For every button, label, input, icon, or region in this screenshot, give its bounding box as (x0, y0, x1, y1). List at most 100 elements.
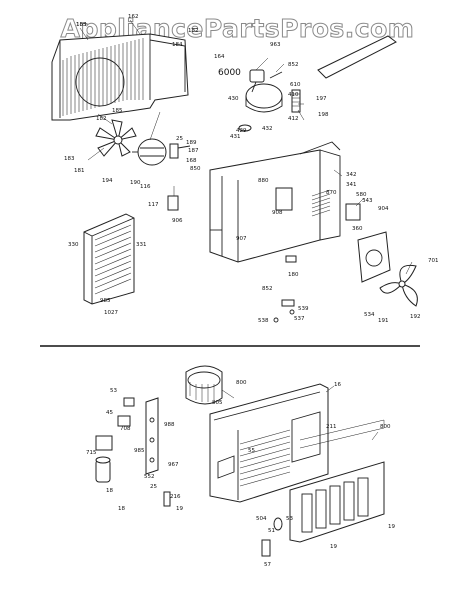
lower-callout-8: 967 (168, 462, 179, 468)
lower-callout-12: 19 (176, 506, 183, 512)
switch-bracket (167, 195, 179, 211)
upper-callout-5: 183 (64, 156, 75, 162)
upper-callout-34: 341 (346, 182, 357, 188)
lower-callout-4: 708 (120, 426, 131, 432)
lower-callout-0: 800 (236, 380, 247, 386)
upper-callout-32: 963 (270, 42, 281, 48)
lower-callout-2: 53 (110, 388, 117, 394)
lower-callout-16: 55 (248, 448, 255, 454)
upper-callout-7: 194 (102, 178, 113, 184)
lower-callout-22: 19 (388, 524, 395, 530)
upper-callout-40: 343 (362, 198, 373, 204)
front-panel (209, 383, 329, 503)
upper-callout-39: 360 (352, 226, 363, 232)
upper-callout-26: 429 (236, 128, 247, 134)
upper-callout-33: 342 (346, 172, 357, 178)
upper-callout-3: 185 (112, 108, 123, 114)
upper-callout-35: 880 (258, 178, 269, 184)
upper-callout-12: 168 (186, 158, 197, 164)
lower-callout-24: 216 (170, 494, 181, 500)
upper-callout-23: 610 (290, 82, 301, 88)
upper-callout-14: 116 (140, 184, 151, 190)
upper-callout-30: 198 (318, 112, 329, 118)
lower-callout-15: 800 (380, 424, 391, 430)
upper-callout-18: 331 (136, 242, 147, 248)
lower-callout-23: 552 (144, 474, 155, 480)
evaporator-coil (83, 213, 135, 305)
upper-callout-4: 182 (96, 116, 107, 122)
compressor-assembly (238, 69, 301, 132)
upper-callout-2: 184 (172, 42, 183, 48)
lower-callout-5: 715 (86, 450, 97, 456)
fan-scroll-ring (185, 365, 223, 405)
upper-callout-29: 197 (316, 96, 327, 102)
upper-callout-24: 410 (288, 92, 299, 98)
upper-callout-13: 850 (190, 166, 201, 172)
upper-callout-53: 185 (76, 22, 87, 28)
lower-callout-21: 19 (330, 544, 337, 550)
lower-callout-17: 504 (256, 516, 267, 522)
upper-callout-46: 539 (298, 306, 309, 312)
upper-callout-41: 904 (378, 206, 389, 212)
lower-callout-14: 211 (326, 424, 337, 430)
lower-callout-10: 18 (118, 506, 125, 512)
lower-callout-18: 51 (268, 528, 275, 534)
condenser-shroud (357, 231, 391, 283)
upper-callout-49: 534 (364, 312, 375, 318)
upper-callout-45: 852 (262, 286, 273, 292)
upper-callout-10: 189 (186, 140, 197, 146)
upper-callout-0: 183 (76, 22, 87, 28)
upper-callout-1: 162 (128, 14, 139, 20)
upper-callout-8: 190 (130, 180, 141, 186)
upper-callout-48: 538 (258, 318, 269, 324)
upper-callout-16: 117 (148, 202, 159, 208)
upper-callout-6: 181 (74, 168, 85, 174)
upper-callout-36: 870 (326, 190, 337, 196)
upper-callout-52: 164 (214, 54, 225, 60)
lower-callout-6: 985 (134, 448, 145, 454)
control-bracket (145, 397, 159, 475)
upper-callout-28: 432 (262, 126, 273, 132)
capacitor (95, 456, 111, 483)
callout-leaders (79, 19, 413, 441)
condenser-fan-blade (379, 264, 418, 307)
upper-callout-21: 182 (188, 28, 199, 34)
upper-callout-15: 906 (172, 218, 183, 224)
lower-callout-7: 988 (164, 422, 175, 428)
upper-callout-51: 192 (410, 314, 421, 320)
upper-callout-37: 580 (356, 192, 367, 198)
knob-parts (163, 491, 283, 557)
front-grille-panel (289, 419, 385, 543)
lower-callout-3: 45 (106, 410, 113, 416)
upper-callout-44: 180 (288, 272, 299, 278)
lower-callout-20: 57 (264, 562, 271, 568)
lower-callout-9: 18 (106, 488, 113, 494)
upper-callout-27: 431 (230, 134, 241, 140)
mounting-hardware (273, 255, 297, 323)
fan-motor (132, 138, 191, 166)
control-switches (95, 397, 135, 451)
lower-callout-11: 25 (150, 484, 157, 490)
top-rail (317, 35, 397, 79)
upper-callout-43: 701 (428, 258, 439, 264)
upper-callout-38: 908 (272, 210, 283, 216)
upper-callout-11: 187 (188, 148, 199, 154)
upper-callout-22: 430 (228, 96, 239, 102)
upper-callout-25: 412 (288, 116, 299, 122)
upper-callout-50: 191 (378, 318, 389, 324)
upper-callout-20: 1027 (104, 310, 118, 316)
upper-callout-9: 25 (176, 136, 183, 142)
upper-callout-47: 537 (294, 316, 305, 322)
front-grille-housing (51, 33, 189, 121)
upper-callout-31: 852 (288, 62, 299, 68)
chassis-cabinet (209, 141, 341, 263)
lower-callout-13: 16 (334, 382, 341, 388)
relay-bracket (345, 203, 361, 221)
upper-callout-19: 985 (100, 298, 111, 304)
blower-fan-blade (95, 119, 137, 157)
upper-callout-17: 330 (68, 242, 79, 248)
upper-callout-42: 907 (236, 236, 247, 242)
lower-callout-19: 53 (286, 516, 293, 522)
